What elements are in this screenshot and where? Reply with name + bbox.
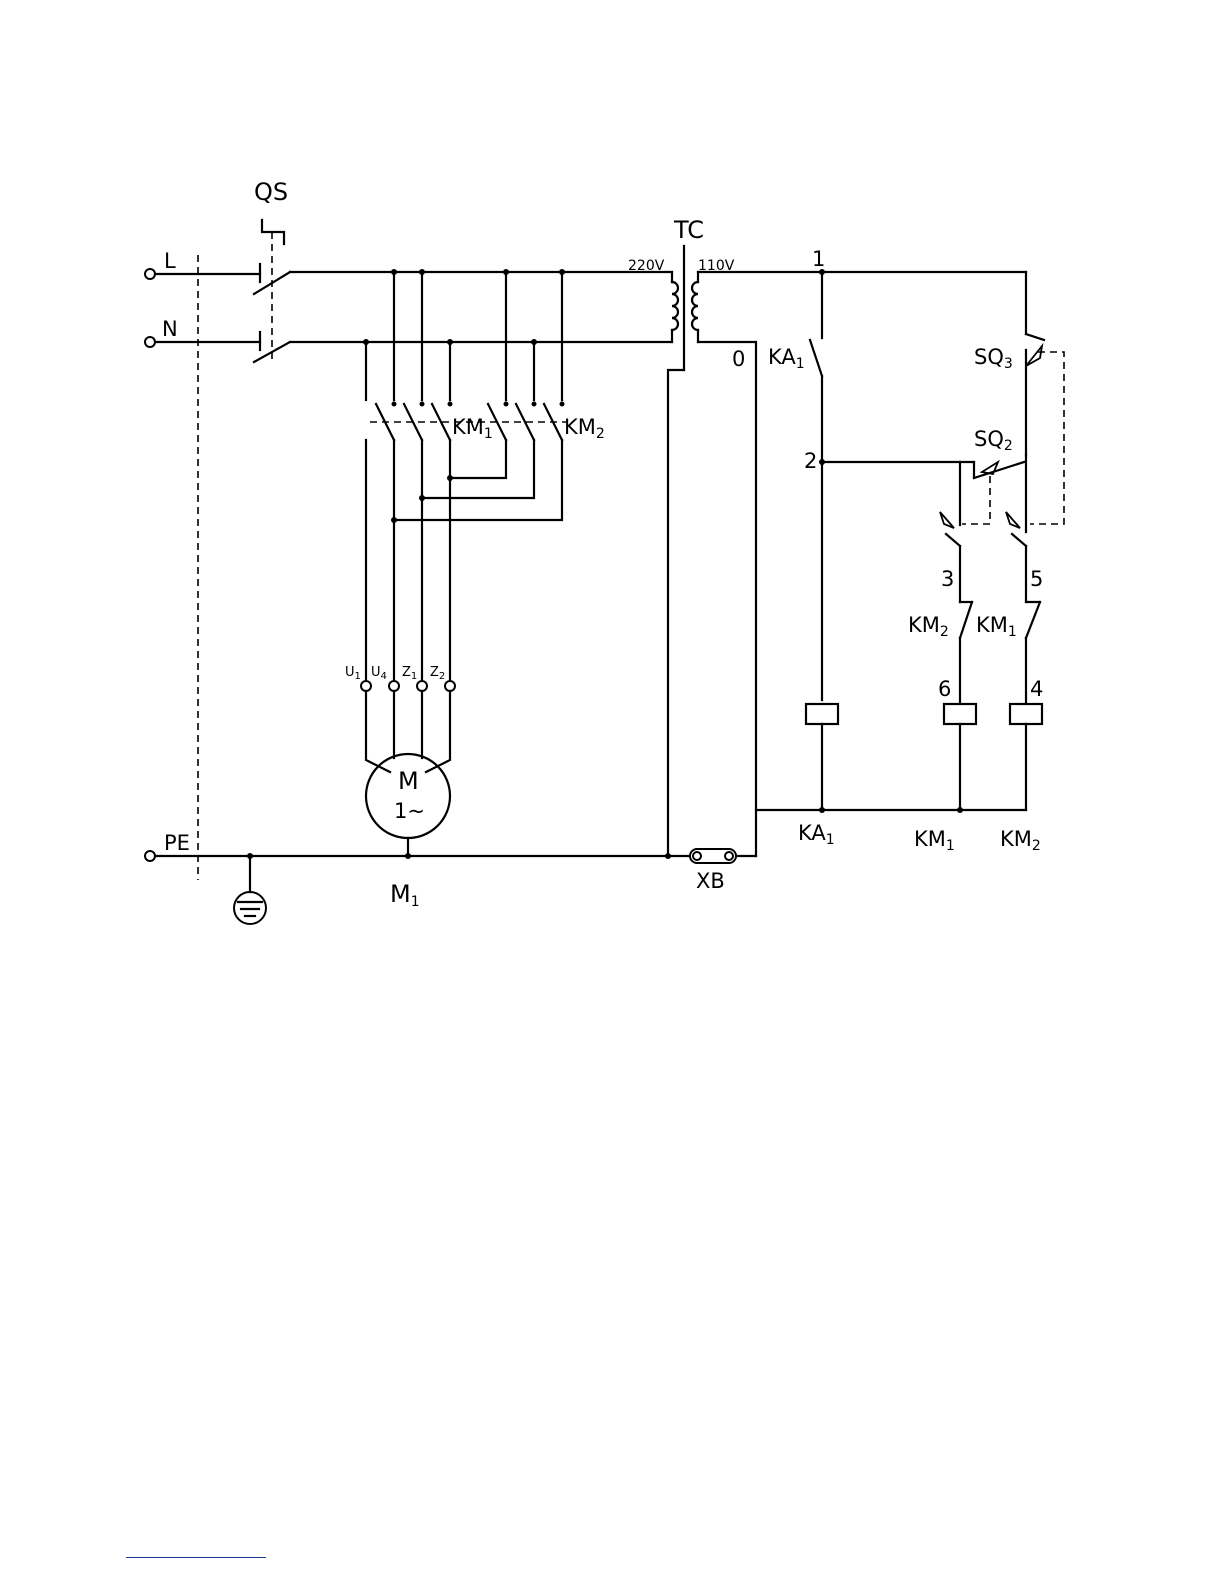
label-node-5: 5 <box>1030 567 1043 591</box>
label-node-4: 4 <box>1030 677 1043 701</box>
label-node-0: 0 <box>732 347 745 371</box>
label-coil-km1: KM1 <box>914 827 955 854</box>
label-terminal-z1: Z1 <box>402 665 417 682</box>
label-pe: PE <box>164 831 190 855</box>
label-terminal-u1: U1 <box>345 665 361 682</box>
label-coil-ka1: KA1 <box>798 821 835 848</box>
label-node-2: 2 <box>804 449 817 473</box>
label-motor-symbol: M <box>398 767 419 795</box>
km2-main-contacts <box>488 402 565 441</box>
control-wiring <box>698 269 1064 813</box>
terminal-l <box>145 269 155 279</box>
label-km1-interlock: KM1 <box>976 613 1017 640</box>
km1-main-contacts <box>376 402 453 441</box>
label-xb: XB <box>696 869 725 893</box>
label-km2-interlock: KM2 <box>908 613 949 640</box>
label-node-3: 3 <box>941 567 954 591</box>
xb-connector-icon <box>690 849 736 863</box>
label-sq2: SQ2 <box>974 427 1013 454</box>
label-ka1-contact: KA1 <box>768 345 805 372</box>
label-terminal-z2: Z2 <box>430 665 445 682</box>
label-node-1: 1 <box>812 247 825 271</box>
label-km1-main: KM1 <box>452 415 493 442</box>
label-tc: TC <box>673 216 704 244</box>
label-coil-km2: KM2 <box>1000 827 1041 854</box>
label-km2-main: KM2 <box>564 415 605 442</box>
label-motor-phase: 1~ <box>394 799 425 823</box>
label-terminal-u4: U4 <box>371 665 387 682</box>
label-sq3: SQ3 <box>974 345 1013 372</box>
transformer-icon <box>665 246 756 859</box>
label-m1: M1 <box>390 880 420 910</box>
label-110v: 110V <box>698 258 735 274</box>
terminal-n <box>145 337 155 347</box>
label-node-6: 6 <box>938 677 951 701</box>
label-l: L <box>164 249 176 273</box>
terminal-pe <box>145 851 155 861</box>
power-wiring <box>363 269 566 680</box>
footnote-divider <box>126 1557 266 1558</box>
label-qs: QS <box>254 178 288 206</box>
ground-icon <box>234 853 266 924</box>
label-220v: 220V <box>628 258 665 274</box>
label-n: N <box>162 317 178 341</box>
